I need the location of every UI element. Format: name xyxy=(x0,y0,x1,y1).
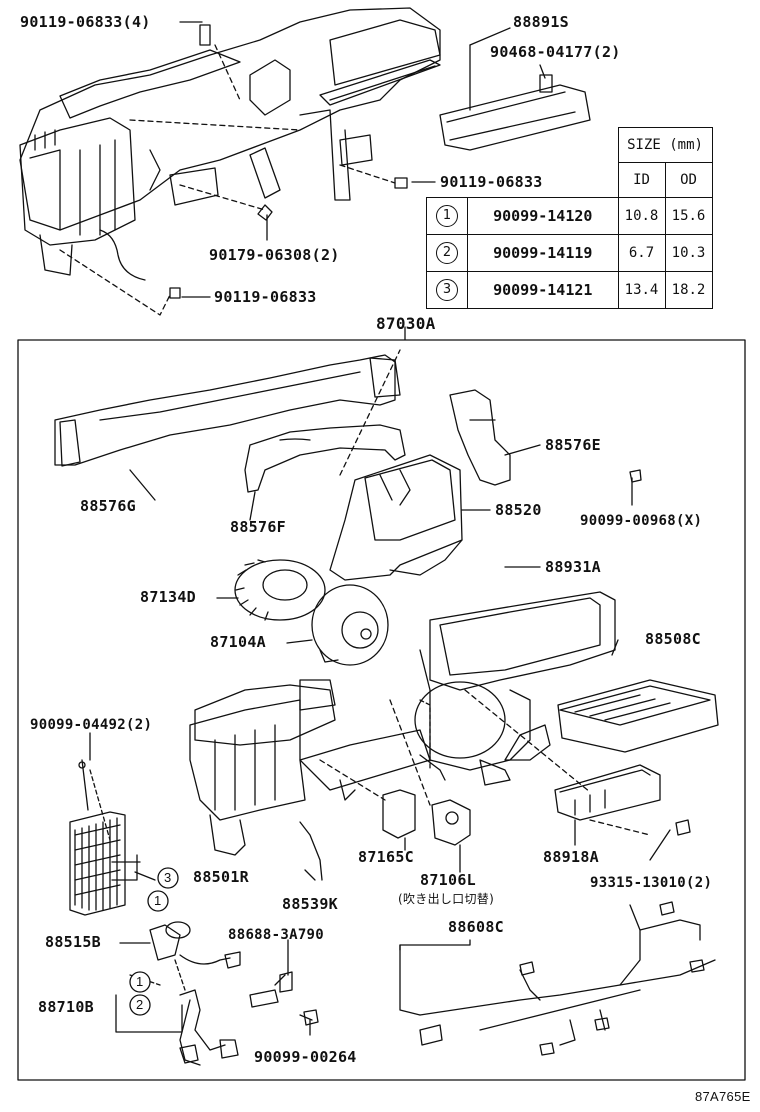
label-88576E[interactable]: 88576E xyxy=(545,436,601,454)
blower-motor-illustration xyxy=(311,584,389,666)
label-88539K[interactable]: 88539K xyxy=(282,895,338,913)
assembled-unit-illustration xyxy=(19,7,553,316)
label-90099-00264[interactable]: 90099-00264 xyxy=(254,1048,357,1066)
mark-circle: 1 xyxy=(436,205,458,227)
mark-label: 2 xyxy=(136,997,144,1012)
mark-circle: 2 xyxy=(436,242,458,264)
size-row-id: 10.8 xyxy=(617,197,666,235)
label-assembly[interactable]: 87030A xyxy=(376,314,436,333)
label-screw-tl[interactable]: 90119-06833(4) xyxy=(20,13,151,31)
label-nut[interactable]: 90179-06308(2) xyxy=(209,246,340,264)
label-screw-low[interactable]: 90119-06833 xyxy=(214,288,317,306)
screw-illustrations xyxy=(303,469,691,1026)
filter-cover-illustration xyxy=(439,44,591,151)
label-93315[interactable]: 93315-13010(2) xyxy=(590,875,713,891)
size-row-part[interactable]: 90099-14121 xyxy=(467,271,619,309)
label-88688[interactable]: 88688-3A790 xyxy=(228,927,325,943)
wire-harness-illustration xyxy=(399,901,716,1056)
blower-case-illustration xyxy=(329,454,463,581)
label-88918A[interactable]: 88918A xyxy=(543,848,599,866)
label-87106L[interactable]: 87106L xyxy=(420,871,476,889)
label-88608C[interactable]: 88608C xyxy=(448,918,504,936)
hose-size-table: SIZE (mm) ID OD 1 90099-14120 10.8 15.6 … xyxy=(426,127,713,309)
size-row-part[interactable]: 90099-14120 xyxy=(467,197,619,235)
size-row-od: 15.6 xyxy=(664,197,713,235)
size-row-id: 13.4 xyxy=(617,271,666,309)
assembly-leader-lines xyxy=(89,349,671,1036)
evaporator-core-illustration xyxy=(69,759,126,916)
label-88931A[interactable]: 88931A xyxy=(545,558,601,576)
size-col-od: OD xyxy=(664,162,713,198)
heater-unit-illustration xyxy=(189,591,616,856)
mark-label: 3 xyxy=(164,870,172,885)
size-row-part[interactable]: 90099-14119 xyxy=(467,234,619,272)
label-filter-cover[interactable]: 88891S xyxy=(513,13,569,31)
mark-label: 1 xyxy=(154,893,162,908)
blower-fan-illustration xyxy=(234,559,326,621)
label-88576G[interactable]: 88576G xyxy=(80,497,136,515)
filter-element-illustration xyxy=(557,679,719,753)
mark-circle: 3 xyxy=(436,279,458,301)
assembly-frame xyxy=(17,326,746,1081)
servo-bracket-illustration xyxy=(554,764,661,821)
label-90099-00968[interactable]: 90099-00968(X) xyxy=(580,513,703,529)
label-87134D[interactable]: 87134D xyxy=(140,588,196,606)
actuators-illustration xyxy=(299,789,471,881)
label-screw-mid[interactable]: 90119-06833 xyxy=(440,173,543,191)
top-leader-lines xyxy=(179,21,546,298)
label-clip[interactable]: 90468-04177(2) xyxy=(490,43,621,61)
label-88515B[interactable]: 88515B xyxy=(45,933,101,951)
size-header: SIZE (mm) xyxy=(617,127,713,163)
label-88501R[interactable]: 88501R xyxy=(193,868,249,886)
ducts-illustration xyxy=(54,354,511,493)
size-col-id: ID xyxy=(617,162,666,198)
label-87165C[interactable]: 87165C xyxy=(358,848,414,866)
sensor-illustration xyxy=(249,971,293,1008)
size-row-od: 18.2 xyxy=(664,271,713,309)
label-88520[interactable]: 88520 xyxy=(495,501,542,519)
label-88576F[interactable]: 88576F xyxy=(230,518,286,536)
label-87104A[interactable]: 87104A xyxy=(210,633,266,651)
label-88710B[interactable]: 88710B xyxy=(38,998,94,1016)
size-row-od: 10.3 xyxy=(664,234,713,272)
note-87106L: (吹き出し口切替) xyxy=(398,892,495,906)
label-90099-04492[interactable]: 90099-04492(2) xyxy=(30,717,153,733)
cooler-pipe-illustration xyxy=(179,989,239,1066)
label-88508C[interactable]: 88508C xyxy=(645,630,701,648)
expansion-valve-illustration xyxy=(149,921,241,969)
size-row-id: 6.7 xyxy=(617,234,666,272)
mark-label: 1 xyxy=(136,974,144,989)
drawing-code: 87A765E xyxy=(695,1089,751,1104)
